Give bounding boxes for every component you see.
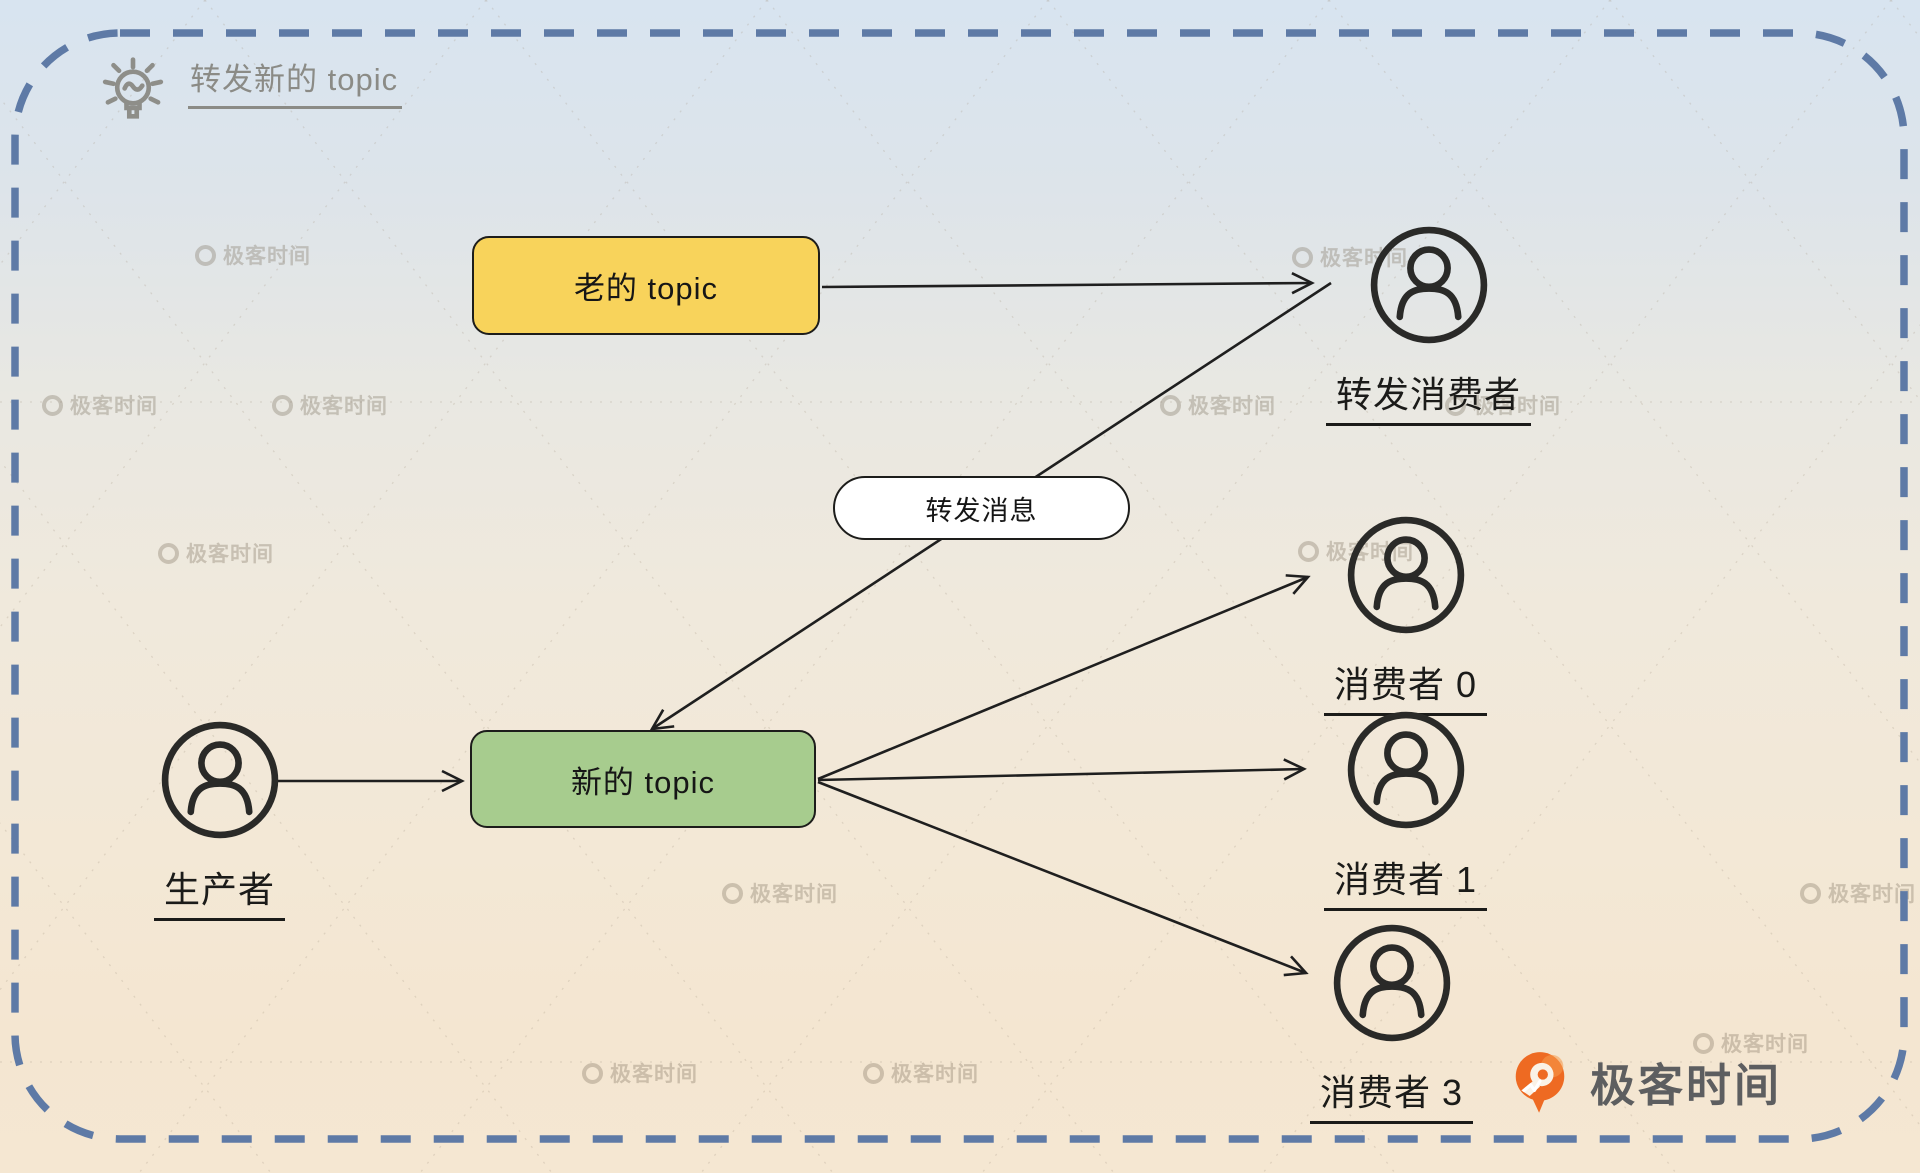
watermark: 极客时间 xyxy=(582,1058,698,1088)
node-consumer-3-label: 消费者 3 xyxy=(1310,1064,1474,1124)
node-consumer-0-label: 消费者 0 xyxy=(1324,656,1488,716)
watermark-q-icon xyxy=(1800,882,1821,904)
geektime-q-icon xyxy=(1515,1051,1565,1113)
watermark-text: 极客时间 xyxy=(300,395,388,418)
node-forward-message: 转发消息 xyxy=(833,476,1130,540)
watermark-q-icon xyxy=(195,244,216,266)
node-forward-consumer: 转发消费者 xyxy=(1326,223,1532,426)
watermark: 极客时间 xyxy=(1160,390,1276,420)
geektime-logo-text: 极客时间 xyxy=(1590,1060,1783,1111)
person-icon xyxy=(1367,223,1491,352)
edge-new_topic-to-consumer_0 xyxy=(817,574,1311,781)
watermark: 极客时间 xyxy=(195,240,311,270)
watermark-text: 极客时间 xyxy=(223,245,311,268)
watermark-q-icon xyxy=(863,1062,884,1084)
title-block: 转发新的 topic xyxy=(94,52,403,136)
node-new-topic-label: 新的 topic xyxy=(570,764,716,800)
node-consumer-1: 消费者 1 xyxy=(1324,708,1488,911)
person-icon xyxy=(1344,708,1468,837)
person-icon xyxy=(158,718,282,847)
watermark-q-icon xyxy=(42,394,63,416)
watermark-q-icon xyxy=(1298,540,1319,562)
edge-new_topic-to-consumer_1 xyxy=(817,758,1307,782)
person-icon xyxy=(1344,513,1468,642)
watermark: 极客时间 xyxy=(1800,878,1916,908)
watermark-text: 极客时间 xyxy=(1828,883,1916,906)
watermark-text: 极客时间 xyxy=(610,1063,698,1086)
node-producer-label: 生产者 xyxy=(154,861,286,921)
watermark-q-icon xyxy=(722,882,743,904)
watermark-q-icon xyxy=(158,542,179,564)
watermark-q-icon xyxy=(272,394,293,416)
node-old-topic-label: 老的 topic xyxy=(573,271,719,306)
lightbulb-icon xyxy=(102,57,164,119)
node-consumer-0: 消费者 0 xyxy=(1324,513,1488,716)
node-consumer-3: 消费者 3 xyxy=(1310,921,1474,1124)
geektime-logo: 极客时间 xyxy=(1512,1049,1782,1114)
watermark: 极客时间 xyxy=(272,390,388,420)
watermark-text: 极客时间 xyxy=(891,1063,979,1086)
node-old-topic: 老的 topic xyxy=(472,236,820,335)
watermark: 极客时间 xyxy=(863,1058,979,1088)
watermark-text: 极客时间 xyxy=(750,883,838,906)
person-icon xyxy=(1330,921,1454,1050)
watermark-q-icon xyxy=(1292,246,1313,268)
node-producer: 生产者 xyxy=(154,718,286,921)
watermark: 极客时间 xyxy=(158,538,274,568)
watermark-q-icon xyxy=(1160,394,1181,416)
watermark-q-icon xyxy=(582,1062,603,1084)
node-consumer-1-label: 消费者 1 xyxy=(1324,851,1488,911)
watermark: 极客时间 xyxy=(42,390,158,420)
node-new-topic: 新的 topic xyxy=(470,730,816,828)
node-forward-consumer-label: 转发消费者 xyxy=(1326,366,1532,426)
edge-new_topic-to-consumer_3 xyxy=(817,780,1309,977)
page-title: 转发新的 topic xyxy=(188,52,403,109)
watermark: 极客时间 xyxy=(722,878,838,908)
node-forward-message-label: 转发消息 xyxy=(925,495,1038,526)
watermark-text: 极客时间 xyxy=(1188,395,1276,418)
edge-old_topic-to-forward_consumer xyxy=(821,271,1315,295)
watermark-text: 极客时间 xyxy=(186,543,274,566)
watermark-text: 极客时间 xyxy=(70,395,158,418)
